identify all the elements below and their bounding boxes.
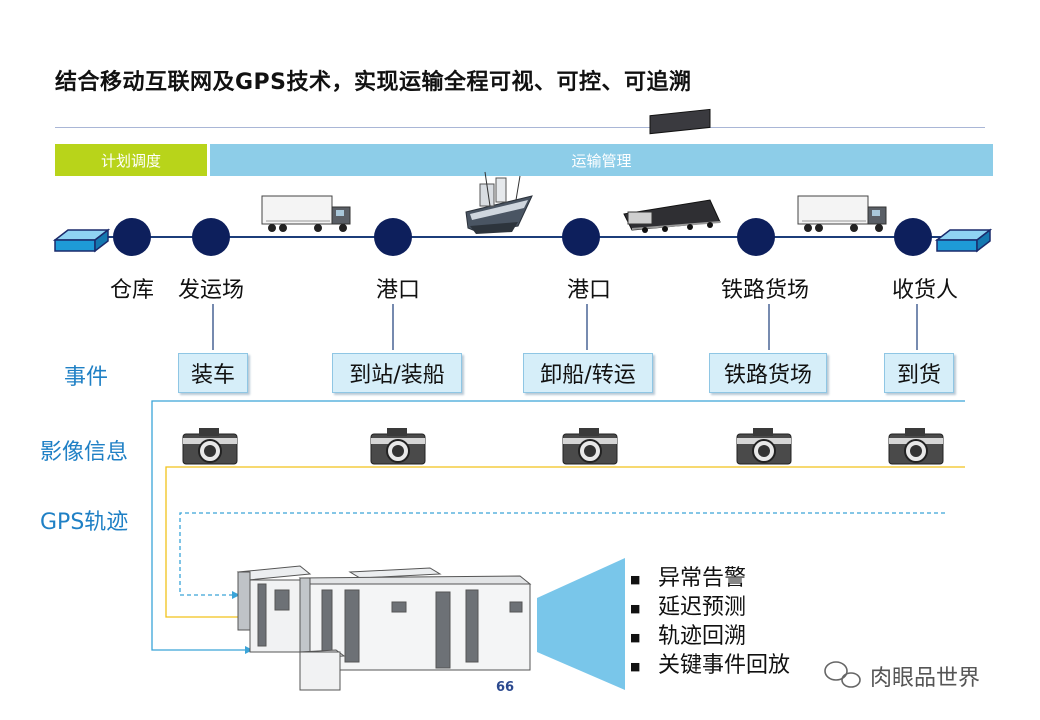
title-divider (55, 127, 985, 128)
train-icon (623, 108, 721, 233)
truck-icon (261, 195, 351, 232)
row-label-images: 影像信息 (40, 440, 129, 465)
watermark-text: 肉眼品世界 (870, 666, 981, 691)
gps-data-line (165, 466, 965, 618)
warehouse-block-icon (52, 228, 111, 253)
event-box-unload-transfer: 卸船/转运 (523, 353, 653, 393)
node-receiver (894, 218, 932, 256)
node-label-warehouse: 仓库 (109, 278, 155, 303)
gps-track-dashed-line (179, 512, 945, 596)
truck-icon (797, 195, 887, 232)
node-label-rail-yard: 铁路货场 (720, 278, 810, 303)
page-title: 结合移动互联网及GPS技术，实现运输全程可视、可控、可追溯 (55, 70, 692, 95)
camera-icon (370, 428, 426, 465)
phase-plan-bar: 计划调度 (55, 144, 207, 176)
receiver-block-icon (934, 228, 993, 253)
funnel-icon (537, 558, 625, 690)
row-label-gps: GPS轨迹 (40, 510, 129, 535)
list-item: 轨迹回溯 (630, 622, 790, 651)
phase-transport-bar: 运输管理 (210, 144, 993, 176)
server-icon (236, 565, 532, 691)
event-box-arrival-shipping: 到站/装船 (332, 353, 462, 393)
event-box-delivered: 到货 (884, 353, 954, 393)
node-warehouse (113, 218, 151, 256)
node-label-dispatch-yard: 发运场 (177, 278, 245, 303)
camera-icon (182, 428, 238, 465)
page-number: 66 (496, 680, 515, 695)
node-label-receiver: 收货人 (891, 278, 959, 303)
node-label-port-2: 港口 (566, 278, 612, 303)
node-port-2 (562, 218, 600, 256)
event-box-loading: 装车 (178, 353, 248, 393)
node-dispatch-yard (192, 218, 230, 256)
node-label-port-1: 港口 (375, 278, 421, 303)
camera-icon (888, 428, 944, 465)
camera-icon (736, 428, 792, 465)
camera-icon (562, 428, 618, 465)
feature-list: 异常告警 延迟预测 轨迹回溯 关键事件回放 (630, 564, 790, 680)
image-data-line (151, 400, 965, 651)
ship-icon (465, 171, 533, 234)
node-port-1 (374, 218, 412, 256)
wechat-icon (824, 661, 861, 688)
node-rail-yard (737, 218, 775, 256)
event-box-rail-yard: 铁路货场 (709, 353, 827, 393)
row-label-events: 事件 (64, 365, 109, 390)
list-item: 延迟预测 (630, 593, 790, 622)
list-item: 异常告警 (630, 564, 790, 593)
list-item: 关键事件回放 (630, 651, 790, 680)
